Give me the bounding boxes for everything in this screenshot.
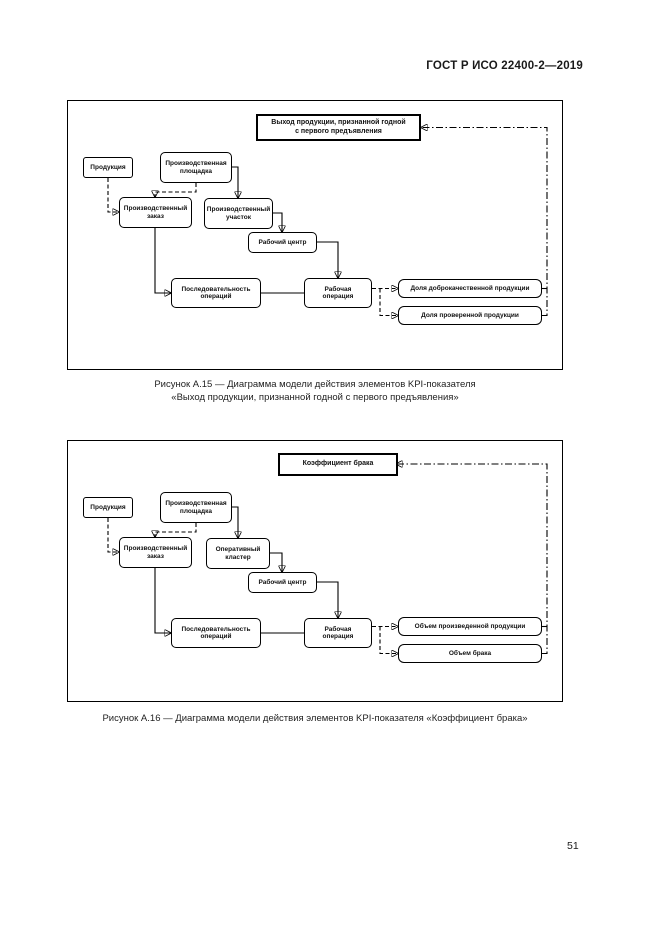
- node-workflow: Последовательность операций: [171, 618, 261, 648]
- kpi-title-box: Выход продукции, признанной годной с пер…: [256, 114, 421, 141]
- node-production-site: Производственная площадка: [160, 492, 232, 523]
- page-number: 51: [567, 840, 579, 852]
- figure-a16-caption: Рисунок А.16 — Диаграмма модели действия…: [102, 713, 528, 724]
- node-work-center: Рабочий центр: [248, 572, 317, 593]
- figure-a15-caption: Рисунок А.15 — Диаграмма модели действия…: [154, 379, 476, 403]
- figure-a16-diagram: Коэффициент брака Продукция Производстве…: [67, 440, 563, 702]
- node-scrap-quantity: Объем брака: [398, 644, 542, 663]
- node-product: Продукция: [83, 157, 133, 178]
- node-work-center: Рабочий центр: [248, 232, 317, 253]
- kpi-title-box: Коэффициент брака: [278, 453, 398, 476]
- node-inspected-quantity: Доля проверенной продукции: [398, 306, 542, 325]
- node-product: Продукция: [83, 497, 133, 518]
- node-production-order: Производственный заказ: [119, 537, 192, 568]
- node-production-order: Производственный заказ: [119, 197, 192, 228]
- node-work-operation: Рабочая операция: [304, 278, 372, 308]
- page-header: ГОСТ Р ИСО 22400-2—2019: [426, 60, 583, 72]
- node-workflow: Последовательность операций: [171, 278, 261, 308]
- node-production-site: Производственная площадка: [160, 152, 232, 183]
- node-good-quantity: Доля доброкачественной продукции: [398, 279, 542, 298]
- node-produced-quantity: Объем произведенной продукции: [398, 617, 542, 636]
- figure-a15-diagram: Выход продукции, признанной годной с пер…: [67, 100, 563, 370]
- node-work-unit: Оперативный кластер: [206, 538, 270, 569]
- node-work-unit: Производственный участок: [204, 198, 273, 229]
- node-work-operation: Рабочая операция: [304, 618, 372, 648]
